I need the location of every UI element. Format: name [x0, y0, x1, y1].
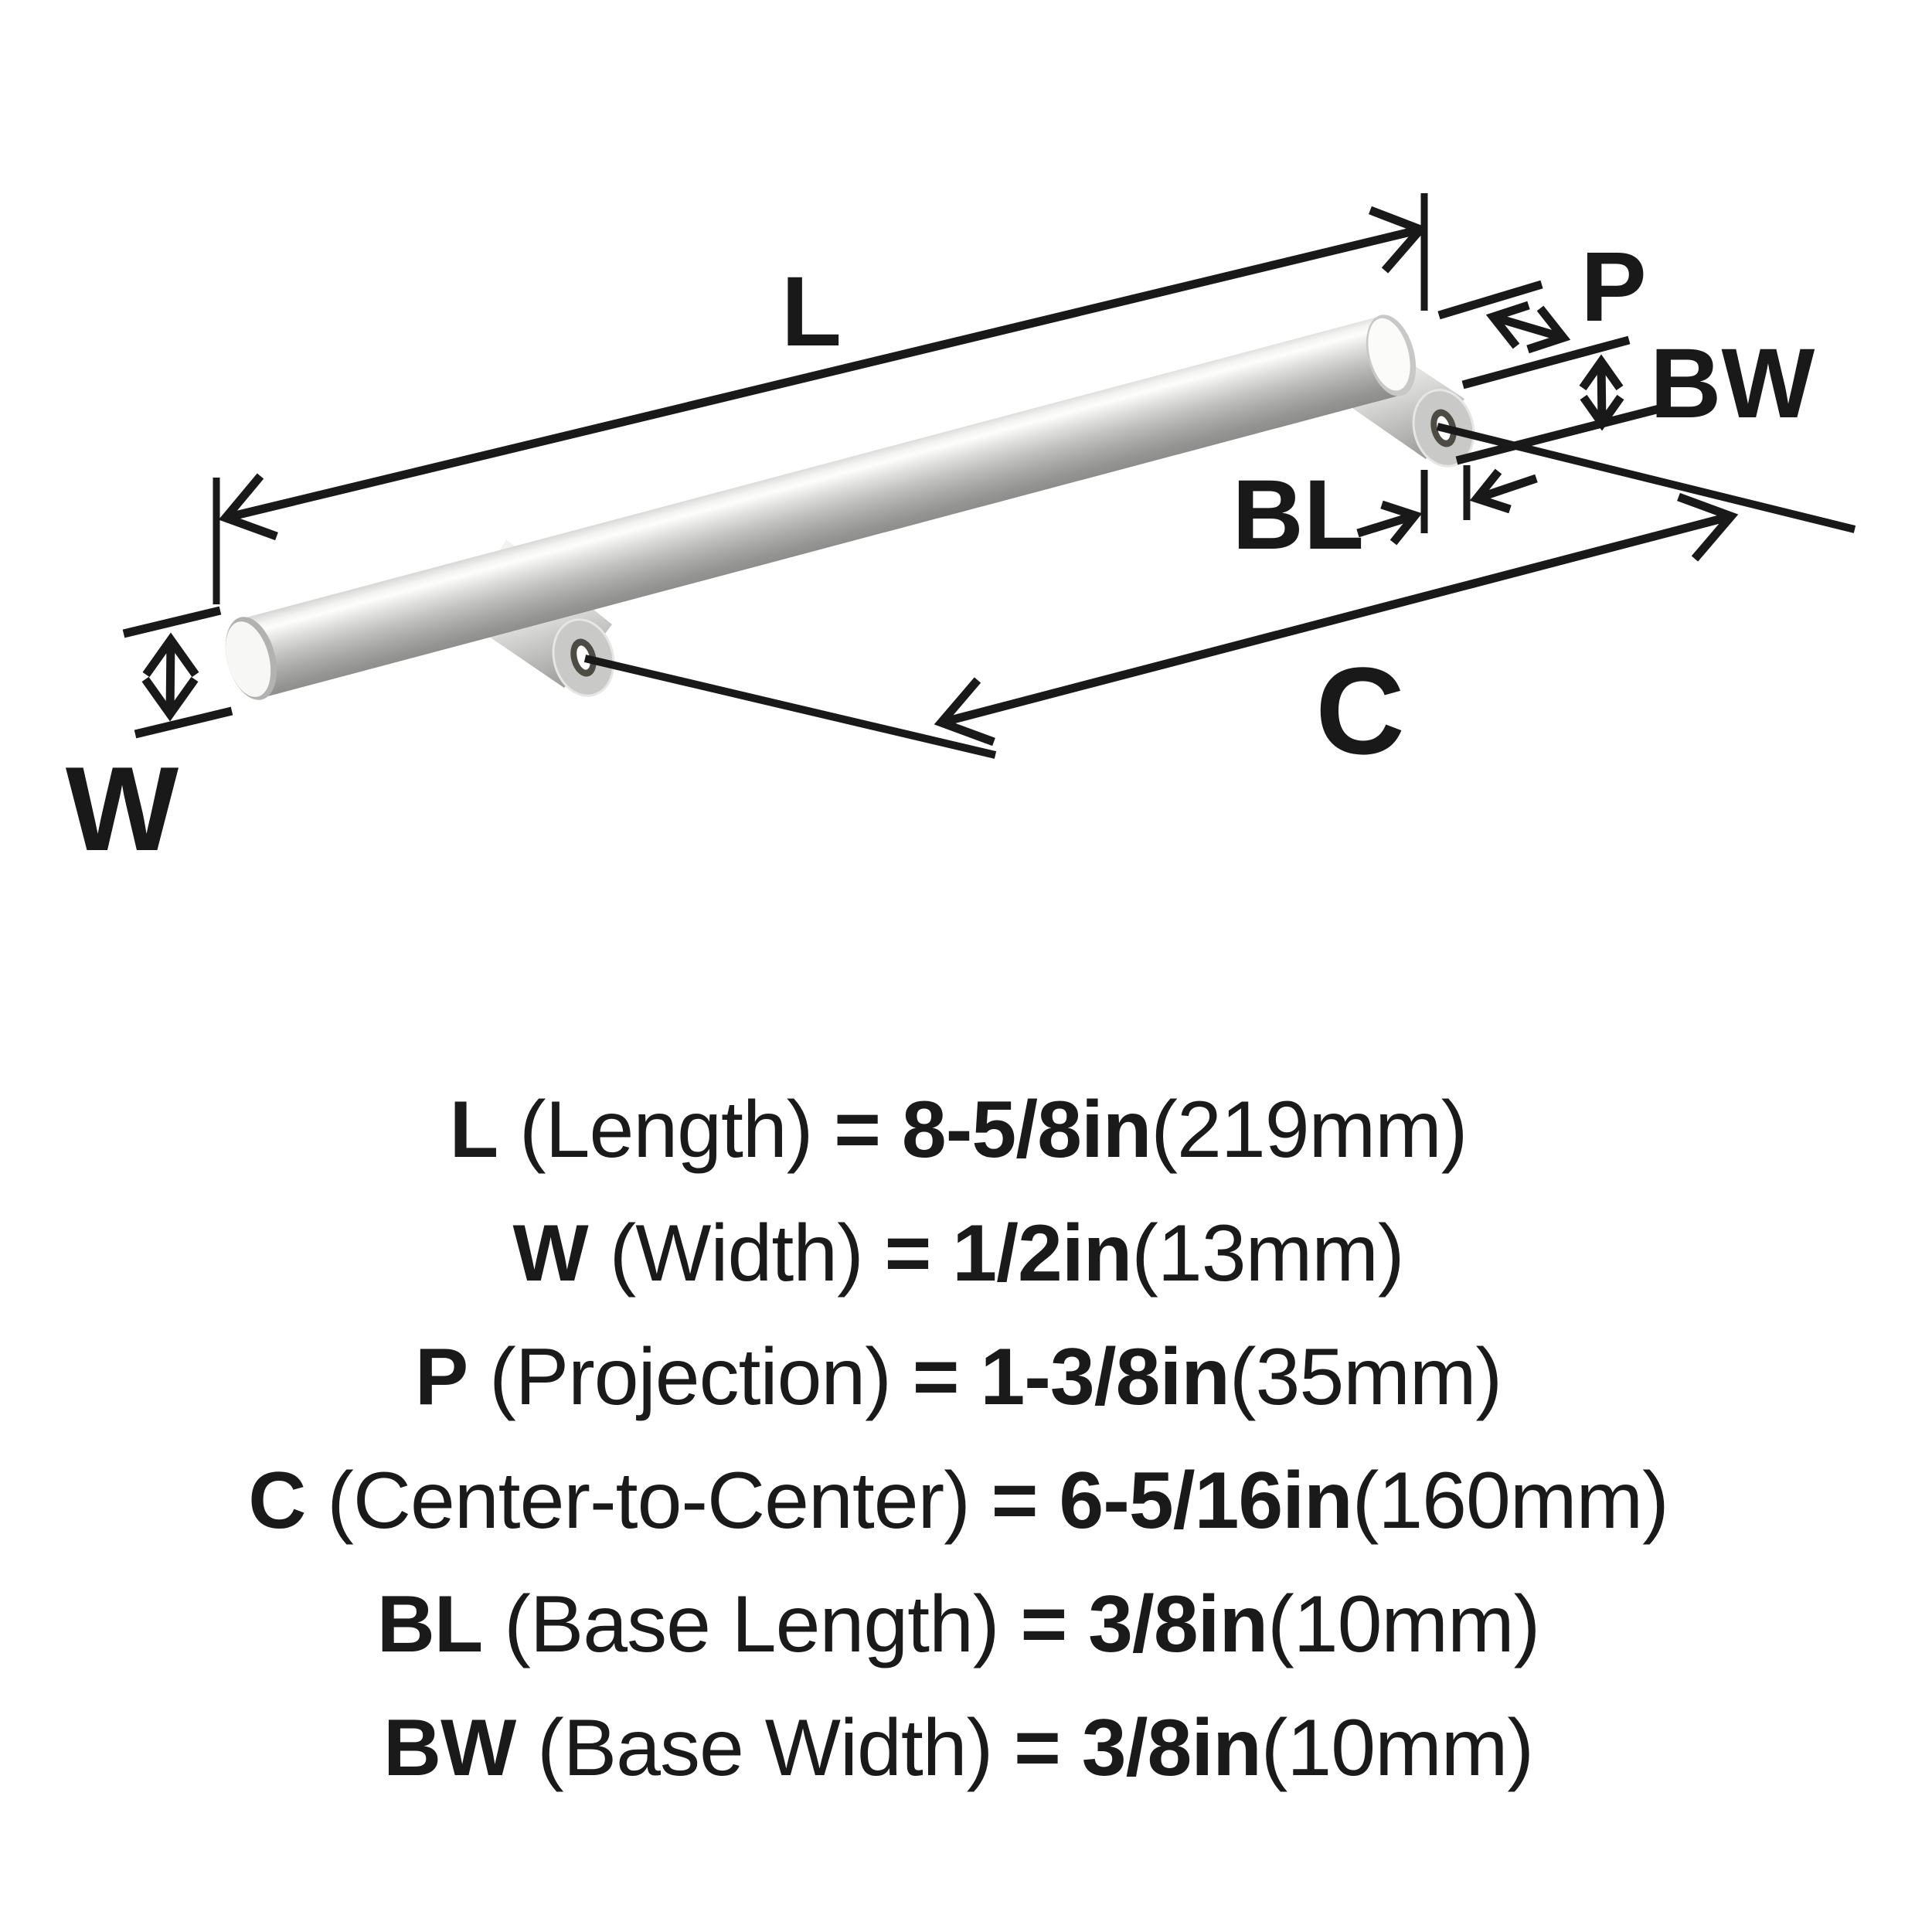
spec-eq: =: [912, 1332, 960, 1422]
spec-value-in: 6-5/16in: [1059, 1456, 1352, 1546]
w-dim-line: [165, 639, 175, 715]
label-base-width: BW: [1650, 328, 1815, 439]
label-center-to-center: C: [1315, 641, 1405, 780]
spec-label: P: [414, 1332, 468, 1422]
spec-value-in: 3/8in: [1088, 1580, 1268, 1669]
spec-value-in: 3/8in: [1081, 1703, 1262, 1793]
bar-pull-illustration: [225, 315, 1475, 700]
dim-P: [1437, 280, 1571, 354]
spec-label: C: [248, 1456, 306, 1546]
spec-line-length: L (Length) = 8-5/8in(219mm): [450, 1068, 1468, 1192]
spec-line-base-length: BL (Base Length) = 3/8in(10mm): [376, 1563, 1541, 1686]
spec-list: L (Length) = 8-5/8in(219mm) W (Width) = …: [0, 1068, 1917, 1810]
bar-pull-diagram-svg: L W P BW BL C: [66, 193, 1856, 876]
bl-arrow-line-right: [1475, 474, 1538, 503]
spec-value-mm: (13mm): [1131, 1209, 1404, 1298]
bw-upper-tick: [1461, 335, 1631, 389]
w-upper-tick: [122, 606, 222, 638]
c-arrowhead-left: [934, 677, 995, 747]
spec-label: L: [449, 1085, 499, 1175]
spec-desc: (Length): [519, 1085, 813, 1175]
spec-eq: =: [991, 1456, 1039, 1546]
dim-BW: [1455, 335, 1667, 465]
spec-desc: (Width): [609, 1209, 864, 1298]
spec-eq: =: [1020, 1580, 1067, 1669]
spec-desc: (Center-to-Center): [327, 1456, 971, 1546]
label-length: L: [781, 257, 842, 367]
bw-dim-line: [1597, 361, 1607, 424]
spec-value-mm: (10mm): [1260, 1703, 1534, 1793]
p-arrowhead-upper: [1485, 301, 1530, 349]
spec-label: BL: [376, 1580, 484, 1669]
c-extension-left: [583, 655, 997, 759]
dimension-diagram: L W P BW BL C: [66, 193, 1856, 876]
spec-desc: (Base Width): [537, 1703, 993, 1793]
spec-value-mm: (10mm): [1267, 1580, 1540, 1669]
bl-arrowhead-right-pointing: [1380, 500, 1423, 546]
bar-right-cap: [1366, 315, 1417, 396]
l-arrowhead-left: [218, 473, 278, 541]
spec-label: BW: [383, 1703, 516, 1793]
bw-arrowhead-down: [1580, 394, 1624, 431]
c-arrowhead-right: [1677, 492, 1739, 562]
spec-eq: =: [884, 1209, 932, 1298]
spec-line-center-to-center: C (Center-to-Center) = 6-5/16in(160mm): [248, 1439, 1669, 1563]
l-dim-line: [224, 225, 1422, 522]
c-extension-right: [1436, 423, 1856, 533]
spec-value-in: 8-5/8in: [901, 1085, 1151, 1175]
spec-line-base-width: BW (Base Width) = 3/8in(10mm): [383, 1686, 1534, 1810]
bar-body: [240, 316, 1402, 698]
spec-label: W: [512, 1209, 589, 1298]
bl-arrow-line-left: [1356, 511, 1417, 538]
label-projection: P: [1580, 232, 1646, 342]
spec-line-projection: P (Projection) = 1-3/8in(35mm): [415, 1315, 1502, 1439]
spec-line-width: W (Width) = 1/2in(13mm): [512, 1192, 1405, 1315]
bw-lower-tick: [1455, 403, 1667, 465]
p-tick: [1437, 280, 1543, 320]
dimension-lines: [122, 193, 1856, 759]
dim-C: [583, 423, 1856, 759]
dim-BL: [1356, 465, 1538, 546]
spec-desc: (Base Length): [504, 1580, 999, 1669]
spec-value-mm: (160mm): [1352, 1456, 1669, 1546]
bar-left-cap: [225, 617, 277, 700]
dim-L: [213, 193, 1428, 604]
dim-W: [122, 606, 233, 739]
w-arrowhead-down: [141, 676, 199, 722]
w-lower-tick: [134, 706, 233, 739]
p-arrowhead-lower: [1526, 305, 1571, 354]
spec-value-mm: (219mm): [1151, 1085, 1468, 1175]
spec-value-in: 1/2in: [952, 1209, 1132, 1298]
spec-eq: =: [1014, 1703, 1061, 1793]
label-base-length: BL: [1232, 460, 1364, 570]
bw-arrowhead-up: [1579, 354, 1624, 391]
spec-desc: (Projection): [489, 1332, 892, 1422]
label-width: W: [66, 742, 179, 876]
bl-arrowhead-left-pointing: [1469, 468, 1512, 514]
c-dim-line: [940, 512, 1733, 727]
l-arrowhead-right: [1369, 206, 1428, 274]
p-dim-line: [1492, 312, 1565, 342]
w-arrowhead-up: [142, 632, 199, 678]
spec-value-in: 1-3/8in: [980, 1332, 1230, 1422]
spec-eq: =: [834, 1085, 881, 1175]
spec-value-mm: (35mm): [1229, 1332, 1502, 1422]
left-post-face: [552, 618, 615, 697]
